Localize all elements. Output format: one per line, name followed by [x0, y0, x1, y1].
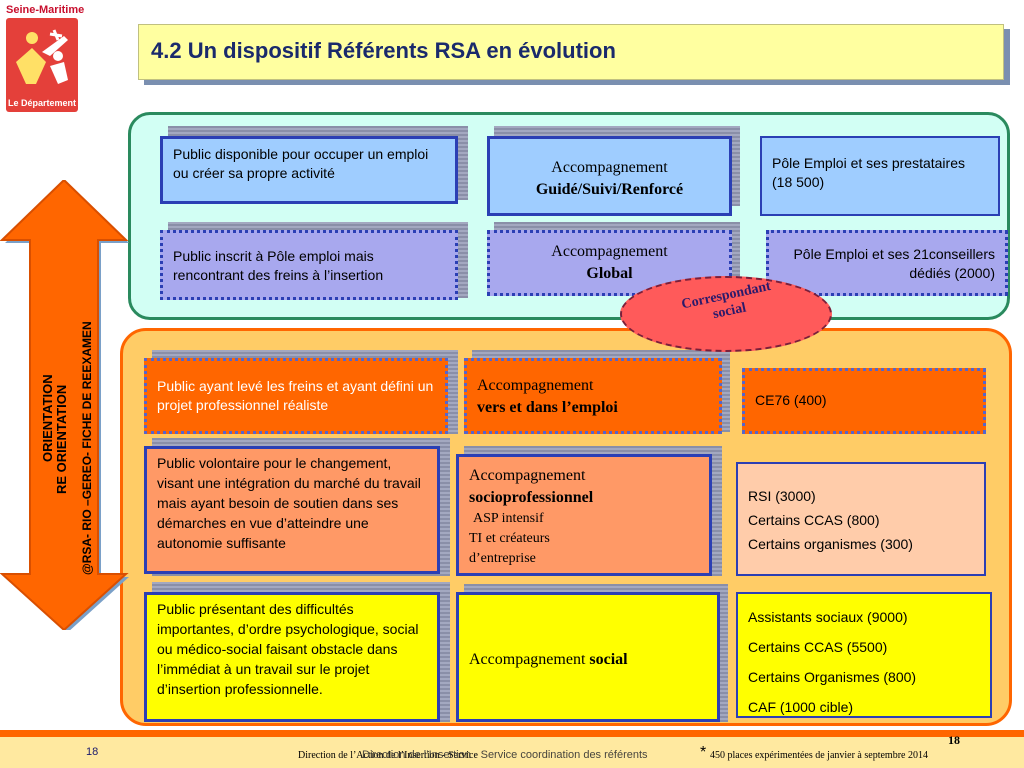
row5-accomp-prefix: Accompagnement — [469, 651, 586, 668]
row2-accomp-type: Global — [586, 265, 633, 282]
row5-accomp-type: social — [589, 651, 628, 668]
double-arrow-icon — [0, 180, 129, 630]
arrow-fiche: @RSA- RIO –GEREO- FICHE DE REEXAMEN — [80, 321, 94, 575]
footer-note: 450 places expérimentées de janvier à se… — [710, 750, 928, 761]
footer-asterisk: * — [700, 744, 707, 761]
row1-accompagnement: Accompagnement Guidé/Suivi/Renforcé — [487, 136, 732, 216]
footer-page-number-left: 18 — [86, 746, 99, 758]
correspondant-social-ellipse: Correspondant social — [620, 276, 832, 352]
row1-accomp-type: Guidé/Suivi/Renforcé — [535, 181, 684, 198]
footer-page-number-right: 18 — [948, 733, 960, 747]
logo-bottom-text: Le Département — [7, 98, 77, 108]
logo-top-text: Seine-Maritime — [6, 4, 85, 16]
page-title: 4.2 Un dispositif Référents RSA en évolu… — [151, 38, 616, 63]
row5-referent-1: Certains CCAS (5500) — [748, 639, 888, 655]
row5-accompagnement: Accompagnement social — [456, 592, 720, 722]
row1-referents: Pôle Emploi et ses prestataires (18 500) — [760, 136, 1000, 216]
row4-accomp-sub-1: TI et créateurs — [469, 531, 550, 546]
row5-referents: Assistants sociaux (9000) Certains CCAS … — [736, 592, 992, 718]
arrow-reorientation: RE ORIENTATION — [54, 384, 69, 494]
row5-referent-2: Certains Organismes (800) — [748, 669, 917, 685]
row3-referents: CE76 (400) — [742, 368, 986, 434]
footer-divider — [0, 730, 1024, 737]
row2-referents: Pôle Emploi et ses 21conseillers dédiés … — [766, 230, 1008, 296]
row3-accomp-prefix: Accompagnement — [477, 377, 594, 394]
row3-accomp-type: vers et dans l’emploi — [477, 399, 618, 416]
row5-referent-0: Assistants sociaux (9000) — [748, 609, 908, 625]
row4-referent-1: Certains CCAS (800) — [748, 512, 880, 528]
correspondant-social-label: Correspondant social — [680, 278, 773, 323]
arrow-orientation: ORIENTATION — [40, 374, 55, 462]
row4-referent-2: Certains organismes (300) — [748, 536, 913, 552]
footer-band — [0, 737, 1024, 768]
row4-accomp-prefix: Accompagnement — [469, 467, 586, 484]
logo: Le Département — [6, 18, 78, 112]
row4-public: Public volontaire pour le changement, vi… — [144, 446, 440, 574]
row4-referent-0: RSI (3000) — [748, 488, 816, 504]
row5-public: Public présentant des difficultés import… — [144, 592, 440, 722]
arrow-label: ORIENTATION RE ORIENTATION @RSA- RIO –GE… — [30, 270, 106, 590]
row3-accompagnement: Accompagnement vers et dans l’emploi — [464, 358, 722, 434]
row4-referents: RSI (3000) Certains CCAS (800) Certains … — [736, 462, 986, 576]
row2-referent-0: Pôle Emploi et ses 21conseillers dédiés … — [793, 246, 995, 281]
logo-figures-icon — [16, 29, 68, 84]
row4-accomp-sub-0: ASP intensif — [473, 511, 544, 526]
row5-referent-3: CAF (1000 cible) — [748, 699, 854, 715]
row3-public: Public ayant levé les freins et ayant dé… — [144, 358, 448, 434]
row1-referent-0: Pôle Emploi et ses prestataires (18 500) — [772, 155, 965, 190]
row2-public: Public inscrit à Pôle emploi mais rencon… — [160, 230, 458, 300]
row1-public: Public disponible pour occuper un emploi… — [160, 136, 458, 204]
row2-accomp-prefix: Accompagnement — [551, 243, 668, 260]
row3-referent-0: CE76 (400) — [755, 392, 827, 408]
footer-direction-b: Direction de l’Insertion - Service coord… — [362, 749, 648, 761]
row4-accomp-type: socioprofessionnel — [469, 489, 594, 506]
row4-accompagnement: Accompagnement socioprofessionnel ASP in… — [456, 454, 712, 576]
footer-direction-a: Direction de l’Action de l’Insertion - S… — [298, 750, 478, 761]
title-bar: 4.2 Un dispositif Référents RSA en évolu… — [138, 24, 1004, 80]
row4-accomp-sub-2: d’entreprise — [469, 551, 536, 566]
row1-accomp-prefix: Accompagnement — [551, 159, 668, 176]
